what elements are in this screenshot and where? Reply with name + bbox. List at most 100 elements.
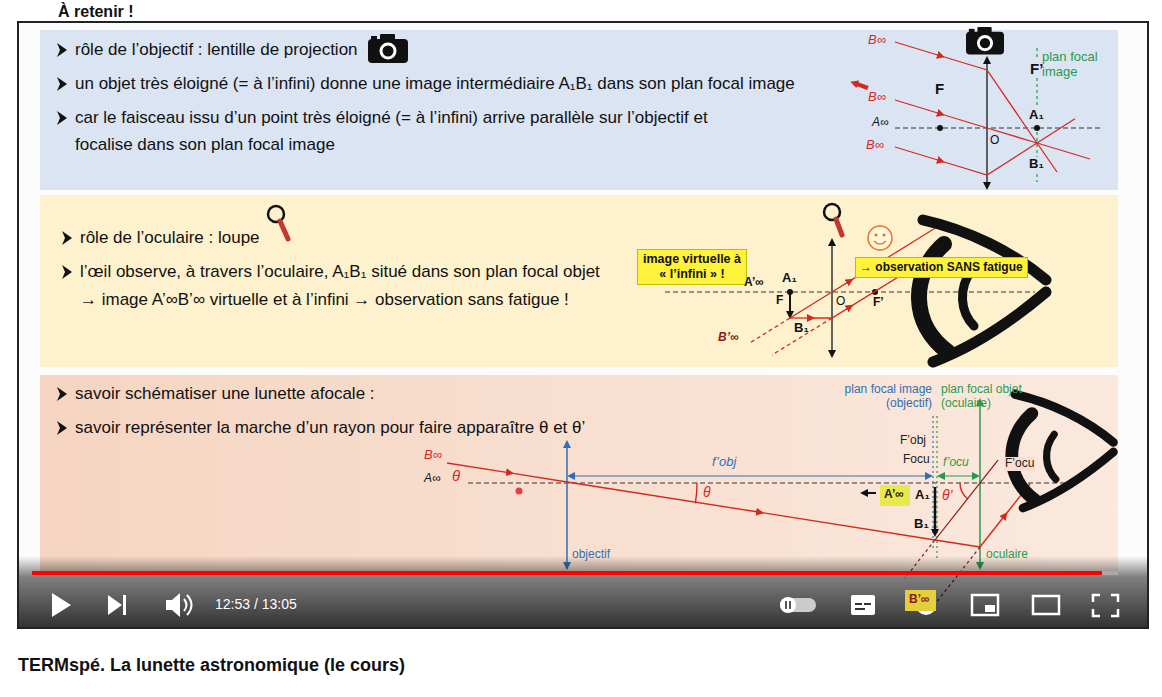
point-label: B∞	[868, 90, 886, 105]
bullet-mark	[57, 387, 67, 401]
player-controls	[1102, 571, 1118, 575]
camera-icon	[383, 46, 394, 57]
bullet-mark	[57, 421, 67, 435]
camera-icon	[966, 27, 1004, 55]
band-fill	[40, 195, 1118, 367]
player-controls	[108, 595, 122, 615]
bullet-text: l’œil observe, à travers l’oculaire, A₁B…	[80, 258, 620, 314]
bullet-text: savoir représenter la marche d’un rayon …	[75, 418, 585, 438]
telescope-figure	[516, 488, 523, 495]
point-label: B∞	[866, 138, 884, 153]
camera-icon	[977, 27, 991, 34]
eyepiece-figure	[790, 317, 811, 318]
bullet-mark	[57, 43, 72, 435]
telescope-figure	[960, 483, 968, 499]
bullet-mark	[62, 231, 72, 245]
player-controls	[52, 593, 71, 617]
eye-drawing	[1012, 394, 1114, 508]
lens-label: oculaire	[986, 548, 1028, 562]
point-label: B₁	[914, 517, 929, 532]
player-controls	[123, 595, 126, 615]
player-controls	[785, 601, 787, 609]
player-controls	[789, 601, 791, 609]
video-frame	[18, 22, 1148, 628]
camera-icon	[368, 34, 408, 63]
eyepiece-figure	[750, 228, 935, 355]
camera-icon	[966, 32, 1004, 55]
magnifier-icon	[268, 206, 288, 239]
point-label: A∞	[872, 116, 889, 130]
objective-figure	[895, 128, 1100, 129]
player-controls	[780, 597, 796, 613]
player-controls	[972, 595, 998, 615]
eyepiece-band: rôle de l’oculaire : loupel’œil observe,…	[40, 195, 1118, 367]
callout-box: image virtuelle à « l’infini » !	[637, 249, 747, 285]
eyepiece-figure	[665, 292, 1035, 293]
eyepiece-figure	[772, 318, 832, 355]
eyepiece-figure	[882, 233, 885, 236]
player-controls	[187, 595, 192, 615]
point-label: A∞	[424, 472, 441, 486]
telescope-figure	[571, 476, 929, 477]
box-text: B’∞	[909, 592, 932, 606]
eyepiece-figure	[811, 307, 850, 318]
image-tag: A’∞	[880, 485, 910, 506]
telescope-figure	[510, 473, 760, 512]
eyepiece-figure	[750, 318, 790, 343]
eyepiece-figure	[868, 226, 892, 250]
telescope-figure	[760, 512, 980, 547]
eye-drawing	[1047, 434, 1056, 479]
objective-figure	[986, 60, 988, 186]
angle-label: θ’	[942, 487, 953, 503]
camera-icon	[371, 36, 377, 40]
eyepiece-figure	[831, 242, 833, 354]
focal-length-label: f’ocu	[943, 456, 969, 470]
point-label: A₁	[915, 488, 930, 503]
plane-label: plan focal objet (oculaire)	[941, 383, 1031, 411]
eye-drawing	[919, 220, 1046, 362]
eyepiece-figure	[836, 219, 842, 235]
box-text: image virtuelle à « l’infini » !	[642, 252, 742, 282]
band-fill	[40, 375, 1118, 575]
focal-length-label: f’obj	[712, 455, 736, 470]
band-fill	[40, 30, 1118, 190]
bullet-text: un objet très éloigné (= à l’infini) don…	[75, 74, 795, 94]
telescope-figure	[447, 463, 1030, 547]
focus-label: F	[935, 80, 944, 97]
focus-label: F’ocu	[1004, 457, 1035, 471]
player-controls	[780, 598, 816, 612]
box-text: → observation SANS fatigue	[860, 260, 1023, 274]
player-controls	[855, 603, 862, 605]
player-controls	[184, 599, 187, 611]
player-controls	[19, 556, 1147, 627]
eyepiece-figure	[789, 292, 791, 315]
point-label: B’∞	[718, 331, 739, 345]
player-controls	[19, 556, 1147, 627]
eyepiece-figure	[790, 281, 850, 318]
objective-figure	[1034, 125, 1040, 131]
box-text: A’∞	[884, 487, 906, 501]
slide-heading: À retenir !	[58, 3, 134, 21]
eyepiece-figure	[874, 241, 886, 244]
video-title: TERMspé. La lunette astronomique (le cou…	[18, 655, 405, 676]
telescope-figure	[932, 416, 933, 548]
bullet-text: rôle de l’objectif : lentille de project…	[75, 40, 358, 60]
point-label: B∞	[868, 33, 886, 48]
bullet-mark	[57, 77, 67, 91]
focus-label: F’obj	[900, 434, 926, 448]
telescope-figure	[934, 487, 937, 533]
bullet-text: savoir schématiser une lunette afocale :	[75, 384, 375, 404]
eyepiece-figure	[874, 233, 877, 236]
callout-box: → observation SANS fatigue	[855, 257, 1028, 278]
telescope-figure	[864, 492, 876, 494]
player-controls	[32, 571, 1102, 575]
point-label: B₁	[1028, 157, 1045, 172]
angle-label: θ	[703, 484, 711, 500]
point-label: B₁	[794, 321, 809, 336]
eyepiece-figure	[868, 226, 892, 250]
point-label: A₁	[782, 271, 797, 286]
center-label: O	[836, 295, 845, 309]
focus-label: Focu	[903, 453, 930, 467]
